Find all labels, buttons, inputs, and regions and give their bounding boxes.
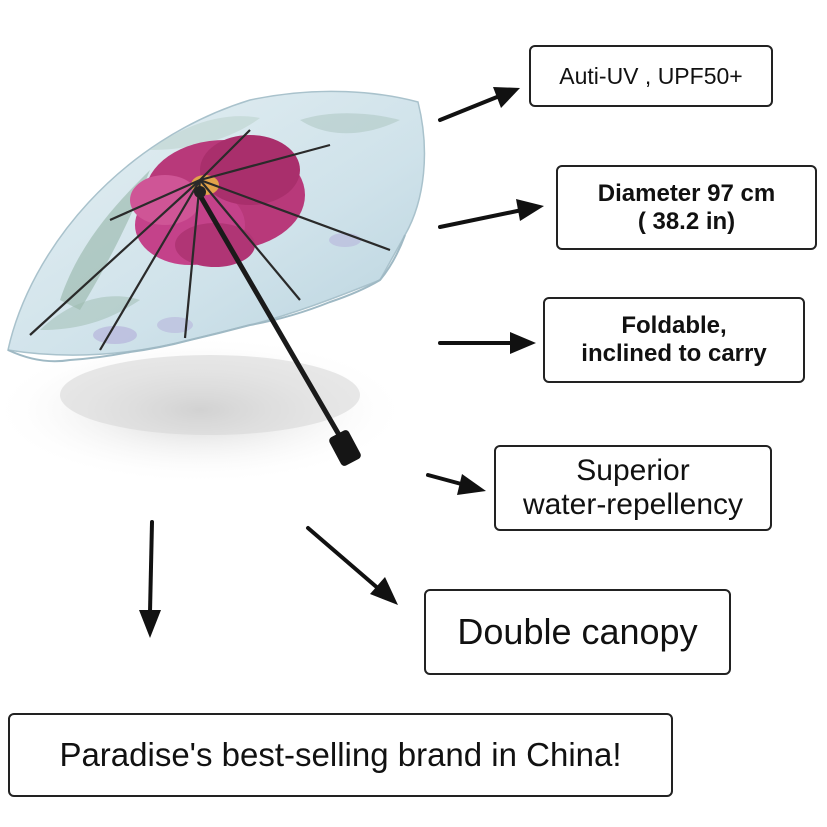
feature-diameter-label: Diameter 97 cm ( 38.2 in) xyxy=(556,165,817,250)
feature-diameter-line1: Diameter 97 cm xyxy=(597,179,776,207)
leaf-decoration xyxy=(300,113,400,134)
arrow-icon xyxy=(438,199,544,229)
feature-foldable-line2: inclined to carry xyxy=(581,340,767,367)
leaf-decoration xyxy=(40,296,140,330)
leaf-decoration xyxy=(60,170,150,310)
feature-foldable-line1: Foldable, xyxy=(621,312,727,340)
leaf-decoration xyxy=(150,116,260,150)
petal-decoration xyxy=(93,326,137,344)
umbrella-shadow-core xyxy=(60,355,360,435)
arrow-icon xyxy=(426,473,486,495)
arrow-icon xyxy=(438,87,520,122)
arrow-icon xyxy=(139,520,161,638)
umbrella-handle xyxy=(329,430,361,466)
feature-foldable-label: Foldable, inclined to carry xyxy=(543,297,805,383)
petal-decoration xyxy=(329,233,361,247)
feature-double-canopy-text: Double canopy xyxy=(457,611,698,653)
feature-double-canopy-label: Double canopy xyxy=(424,589,731,675)
feature-water-line1: Superior xyxy=(576,453,690,487)
petal-decoration xyxy=(157,317,193,333)
feature-diameter-line2: ( 38.2 in) xyxy=(637,207,736,235)
feature-uv-label: Auti-UV , UPF50+ xyxy=(529,45,773,107)
feature-water-line2: water-repellency xyxy=(522,488,744,521)
arrow-icon xyxy=(306,526,398,605)
feature-water-label: Superior water-repellency xyxy=(494,445,772,531)
feature-uv-text: Auti-UV , UPF50+ xyxy=(559,62,743,89)
brand-banner: Paradise's best-selling brand in China! xyxy=(8,713,673,797)
canopy-edge xyxy=(7,234,406,363)
brand-banner-text: Paradise's best-selling brand in China! xyxy=(59,736,622,774)
umbrella-ribs xyxy=(29,129,391,351)
umbrella-hub xyxy=(194,186,206,198)
arrow-icon xyxy=(438,332,536,354)
peony-flower xyxy=(130,135,305,267)
umbrella-shaft xyxy=(195,189,345,443)
